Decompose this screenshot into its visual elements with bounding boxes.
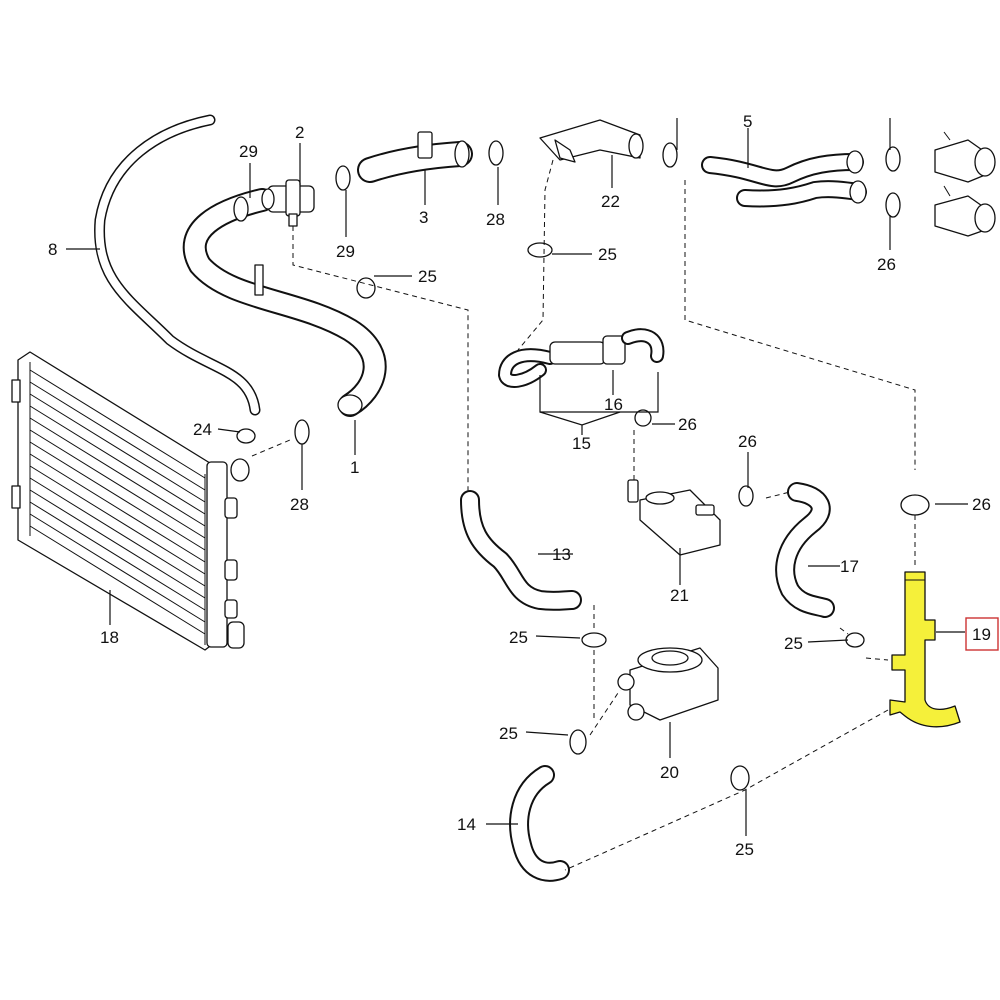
label-26-middle: 26: [738, 432, 757, 451]
label-19: 19: [972, 625, 991, 644]
connection-lines: [251, 159, 916, 871]
label-29-lower: 29: [336, 242, 355, 261]
label-26-center: 26: [678, 415, 697, 434]
oil-cooler-21: [627, 479, 721, 556]
hose-14: [509, 765, 570, 882]
label-15: 15: [572, 434, 591, 453]
label-25-middle-left: 25: [509, 628, 528, 647]
label-5: 5: [743, 112, 752, 131]
label-26-bottom-right-top: 26: [877, 255, 896, 274]
label-22: 22: [601, 192, 620, 211]
label-20: 20: [660, 763, 679, 782]
t-fitting-22: [539, 119, 644, 163]
label-19-box: [965, 617, 999, 651]
label-1: 1: [350, 458, 359, 477]
hose-1: [182, 188, 387, 417]
label-25-top-center: 25: [598, 245, 617, 264]
hose-clamps: [233, 140, 930, 791]
radiator: [11, 351, 250, 651]
label-25-upper-left: 25: [418, 267, 437, 286]
label-17: 17: [840, 557, 859, 576]
hose-assembly-15: [498, 328, 665, 388]
label-29-upper-left: 29: [239, 142, 258, 161]
label-13: 13: [552, 545, 571, 564]
label-2: 2: [295, 123, 304, 142]
label-25-lower-left: 25: [499, 724, 518, 743]
sensor-housing-2: [261, 179, 315, 227]
label-21: 21: [670, 586, 689, 605]
oil-cooler-20: [617, 647, 719, 721]
pipe-19-highlighted: [889, 571, 961, 728]
label-18: 18: [100, 628, 119, 647]
label-24: 24: [193, 420, 212, 439]
hose-8: [94, 114, 261, 416]
label-26-right: 26: [972, 495, 991, 514]
hose-3: [357, 131, 473, 183]
part-labels: 8 29 2 3 28 29 22 5 26 25 25 16 15 26 26…: [48, 112, 999, 859]
label-28-lower: 28: [290, 495, 309, 514]
label-28-top: 28: [486, 210, 505, 229]
end-fittings: [934, 131, 996, 237]
label-3: 3: [419, 208, 428, 227]
leader-lines: [66, 118, 968, 836]
hose-13: [460, 490, 582, 611]
label-25-bottom: 25: [735, 840, 754, 859]
hose-17: [775, 482, 835, 618]
label-25-middle-right: 25: [784, 634, 803, 653]
label-14: 14: [457, 815, 476, 834]
label-8: 8: [48, 240, 57, 259]
hose-5: [701, 150, 867, 208]
label-16: 16: [604, 395, 623, 414]
